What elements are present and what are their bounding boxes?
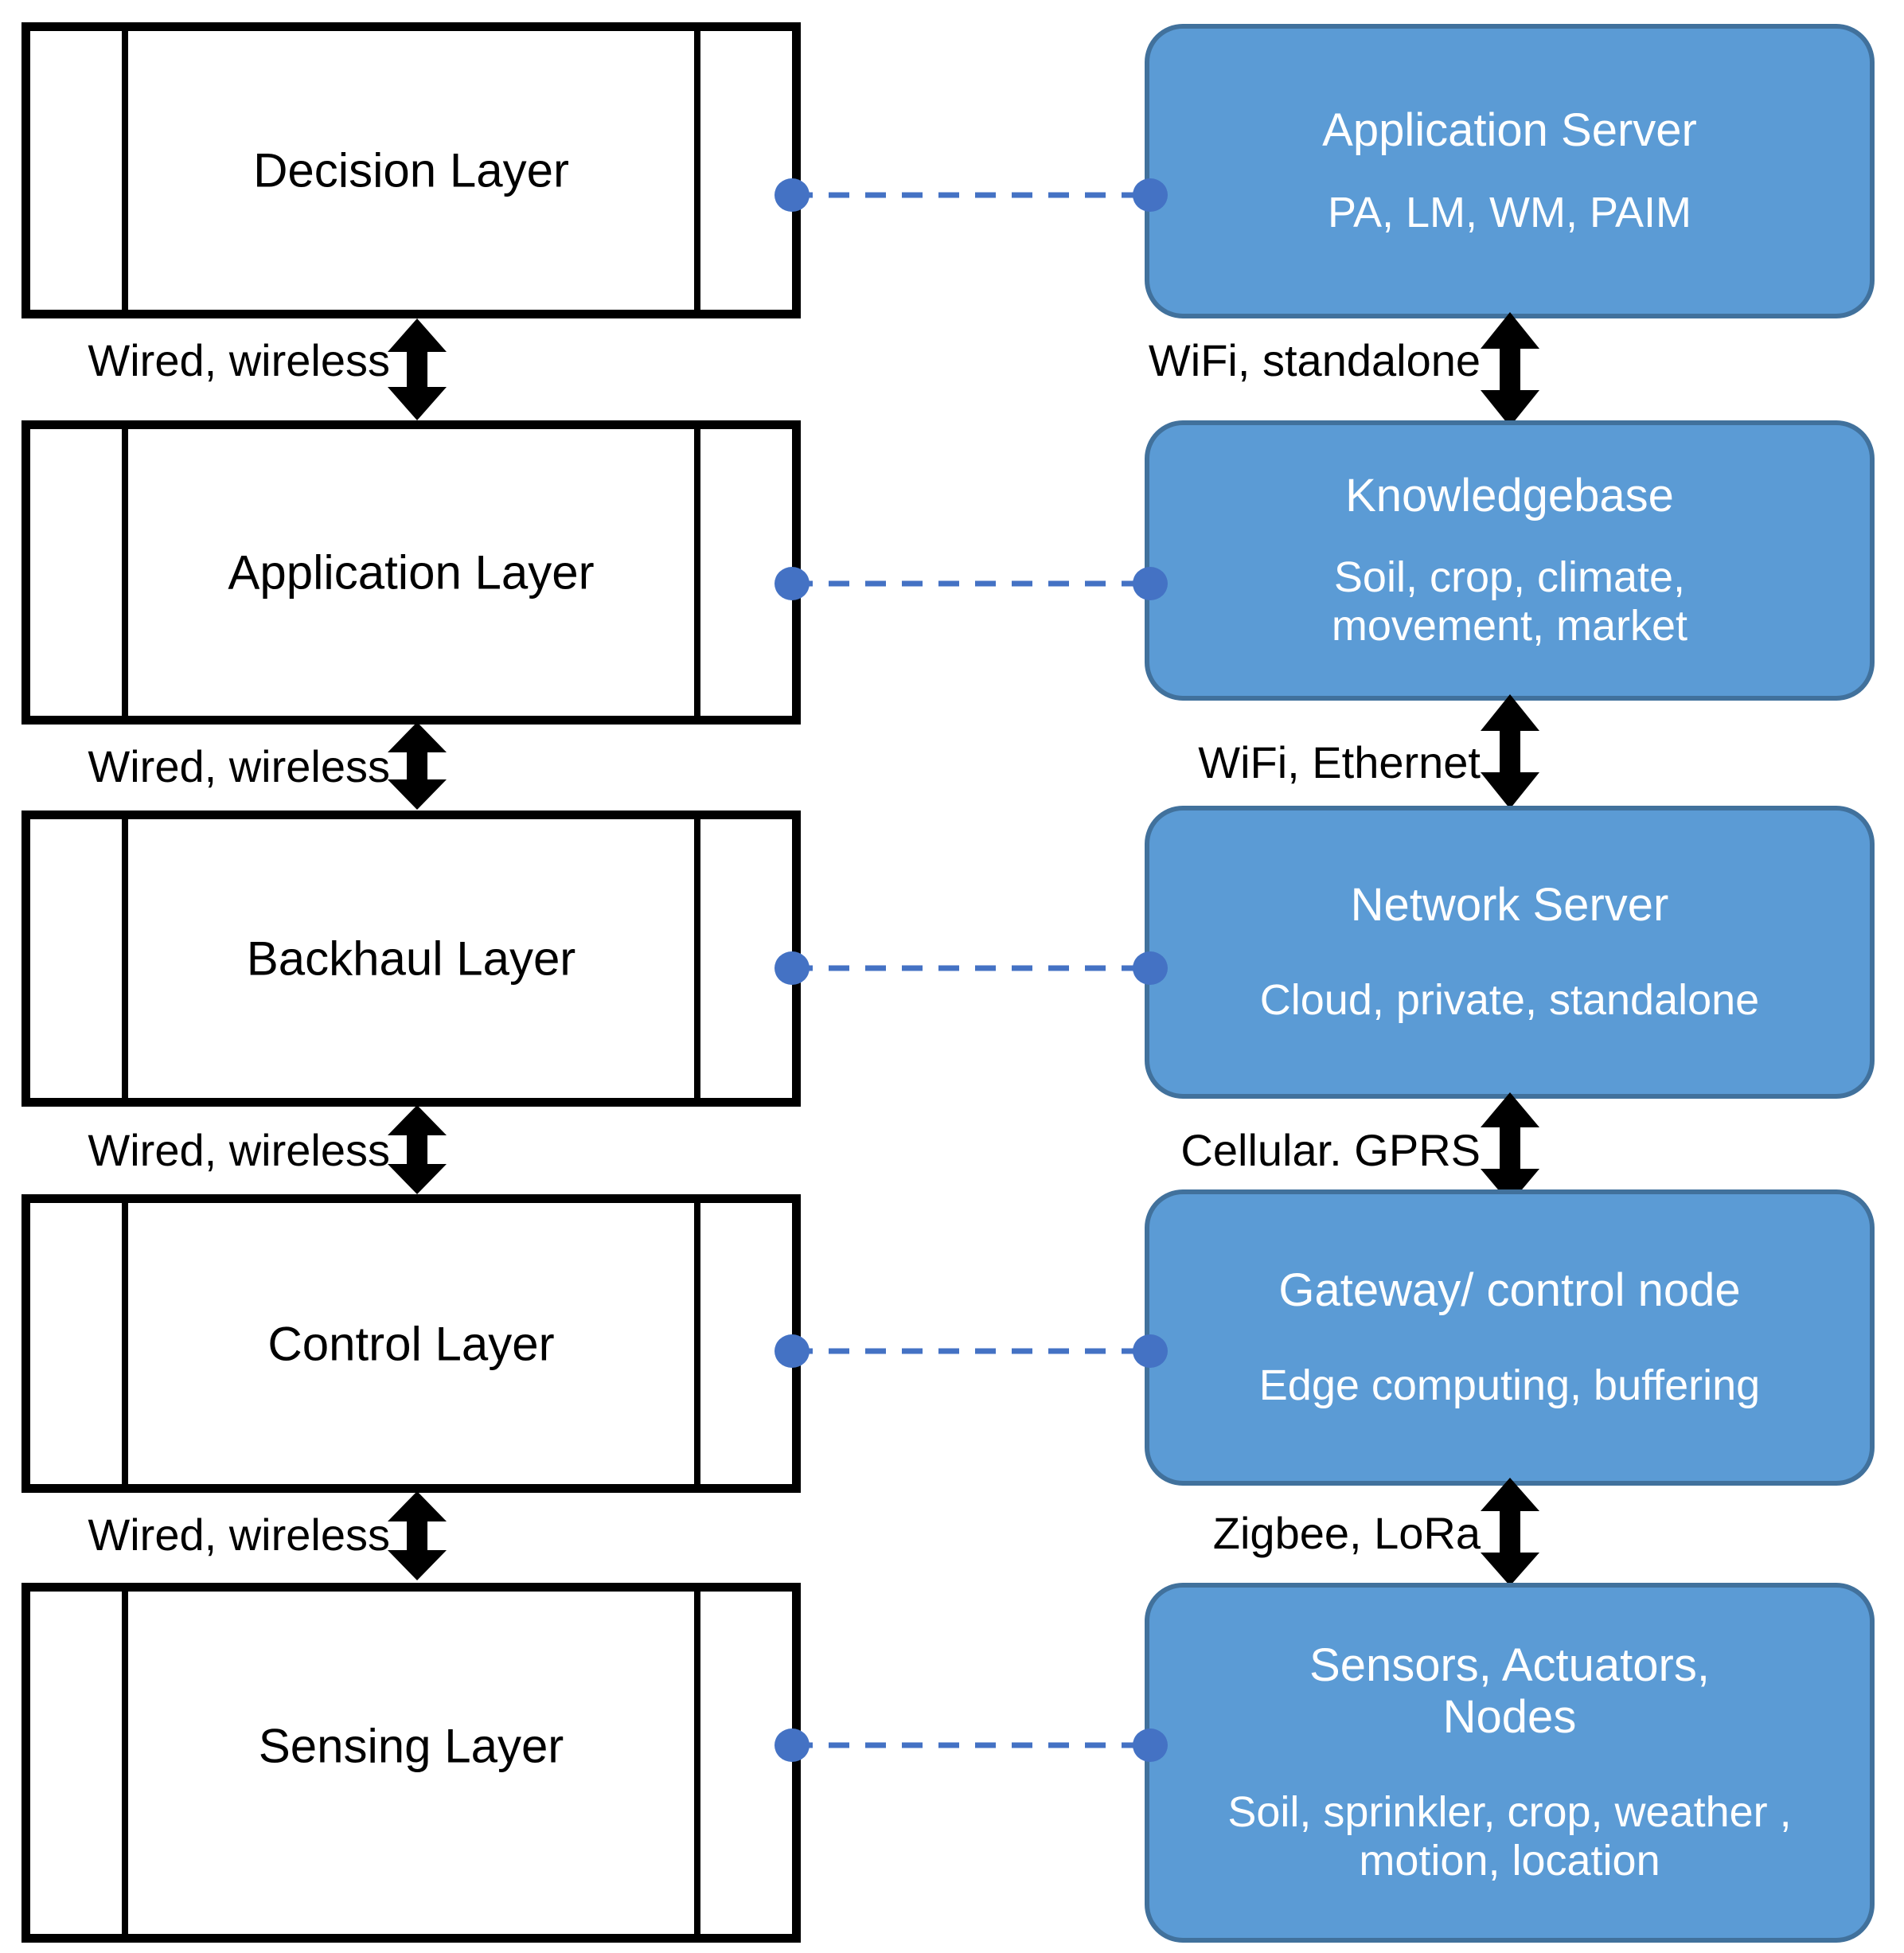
mapping-backhaul-to-network — [774, 951, 1168, 985]
node-box-knowledgebase[interactable]: Knowledgebase Soil, crop, climate, movem… — [1145, 420, 1875, 701]
node-box-gateway[interactable]: Gateway/ control node Edge computing, bu… — [1145, 1189, 1875, 1486]
node-subtitle-knowledgebase: Soil, crop, climate, movement, market — [1331, 553, 1688, 650]
layer-link-arrow-backhaul-control — [388, 1105, 447, 1194]
node-link-label-gateway-sensors: Zigbee, LoRa — [1212, 1508, 1481, 1558]
node-link-arrow-appserver-knowledgebase — [1481, 312, 1539, 427]
node-link-label-appserver-knowledgebase: WiFi, standalone — [1148, 335, 1481, 385]
node-link-label-knowledgebase-network: WiFi, Ethernet — [1198, 737, 1481, 787]
mapping-decision-to-appserver — [774, 178, 1168, 212]
node-box-network-server[interactable]: Network Server Cloud, private, standalon… — [1145, 806, 1875, 1099]
layer-divider-right — [694, 429, 700, 716]
layer-link-label-application-backhaul: Wired, wireless — [88, 741, 390, 791]
layer-divider-right — [694, 31, 700, 310]
node-subtitle-network-server: Cloud, private, standalone — [1259, 975, 1760, 1024]
mapping-control-to-gateway — [774, 1334, 1168, 1368]
node-title-knowledgebase: Knowledgebase — [1345, 469, 1674, 521]
layer-divider-right — [694, 1592, 700, 1934]
layer-label-backhaul: Backhaul Layer — [246, 932, 576, 986]
layer-label-application: Application Layer — [228, 545, 595, 600]
node-link-arrow-gateway-sensors — [1481, 1478, 1539, 1586]
mapping-sensing-to-sensors — [774, 1728, 1168, 1762]
layer-link-label-backhaul-control: Wired, wireless — [88, 1125, 390, 1175]
node-link-label-network-gateway: Cellular. GPRS — [1180, 1125, 1481, 1175]
layer-box-sensing[interactable]: Sensing Layer — [21, 1583, 801, 1943]
node-box-application-server[interactable]: Application Server PA, LM, WM, PAIM — [1145, 24, 1875, 318]
layer-box-decision[interactable]: Decision Layer — [21, 22, 801, 318]
node-title-network-server: Network Server — [1350, 879, 1669, 932]
layer-box-control[interactable]: Control Layer — [21, 1194, 801, 1493]
layer-box-application[interactable]: Application Layer — [21, 420, 801, 725]
node-subtitle-gateway: Edge computing, buffering — [1258, 1361, 1761, 1409]
layer-divider-right — [694, 819, 700, 1098]
node-box-sensors[interactable]: Sensors, Actuators, Nodes Soil, sprinkle… — [1145, 1583, 1875, 1943]
layer-divider-left — [122, 1592, 128, 1934]
layer-box-backhaul[interactable]: Backhaul Layer — [21, 810, 801, 1107]
layer-divider-left — [122, 819, 128, 1098]
layer-label-sensing: Sensing Layer — [258, 1719, 564, 1772]
layer-link-arrow-application-backhaul — [388, 722, 447, 810]
layer-link-label-decision-application: Wired, wireless — [88, 335, 390, 385]
node-link-arrow-network-gateway — [1481, 1092, 1539, 1204]
layer-label-decision: Decision Layer — [253, 143, 569, 197]
mapping-application-to-knowledgebase — [774, 567, 1168, 600]
node-link-arrow-knowledgebase-network — [1481, 694, 1539, 809]
node-title-application-server: Application Server — [1322, 104, 1697, 157]
layer-divider-left — [122, 31, 128, 310]
layer-link-arrow-decision-application — [388, 318, 447, 420]
layer-divider-right — [694, 1203, 700, 1484]
layer-label-control: Control Layer — [267, 1317, 555, 1370]
layer-link-arrow-control-sensing — [388, 1491, 447, 1580]
node-title-sensors: Sensors, Actuators, Nodes — [1309, 1639, 1710, 1743]
node-title-gateway: Gateway/ control node — [1278, 1264, 1741, 1317]
layer-link-label-control-sensing: Wired, wireless — [88, 1510, 390, 1560]
node-subtitle-sensors: Soil, sprinkler, crop, weather , motion,… — [1227, 1787, 1792, 1885]
node-subtitle-application-server: PA, LM, WM, PAIM — [1327, 188, 1692, 236]
layer-divider-left — [122, 429, 128, 716]
layer-divider-left — [122, 1203, 128, 1484]
